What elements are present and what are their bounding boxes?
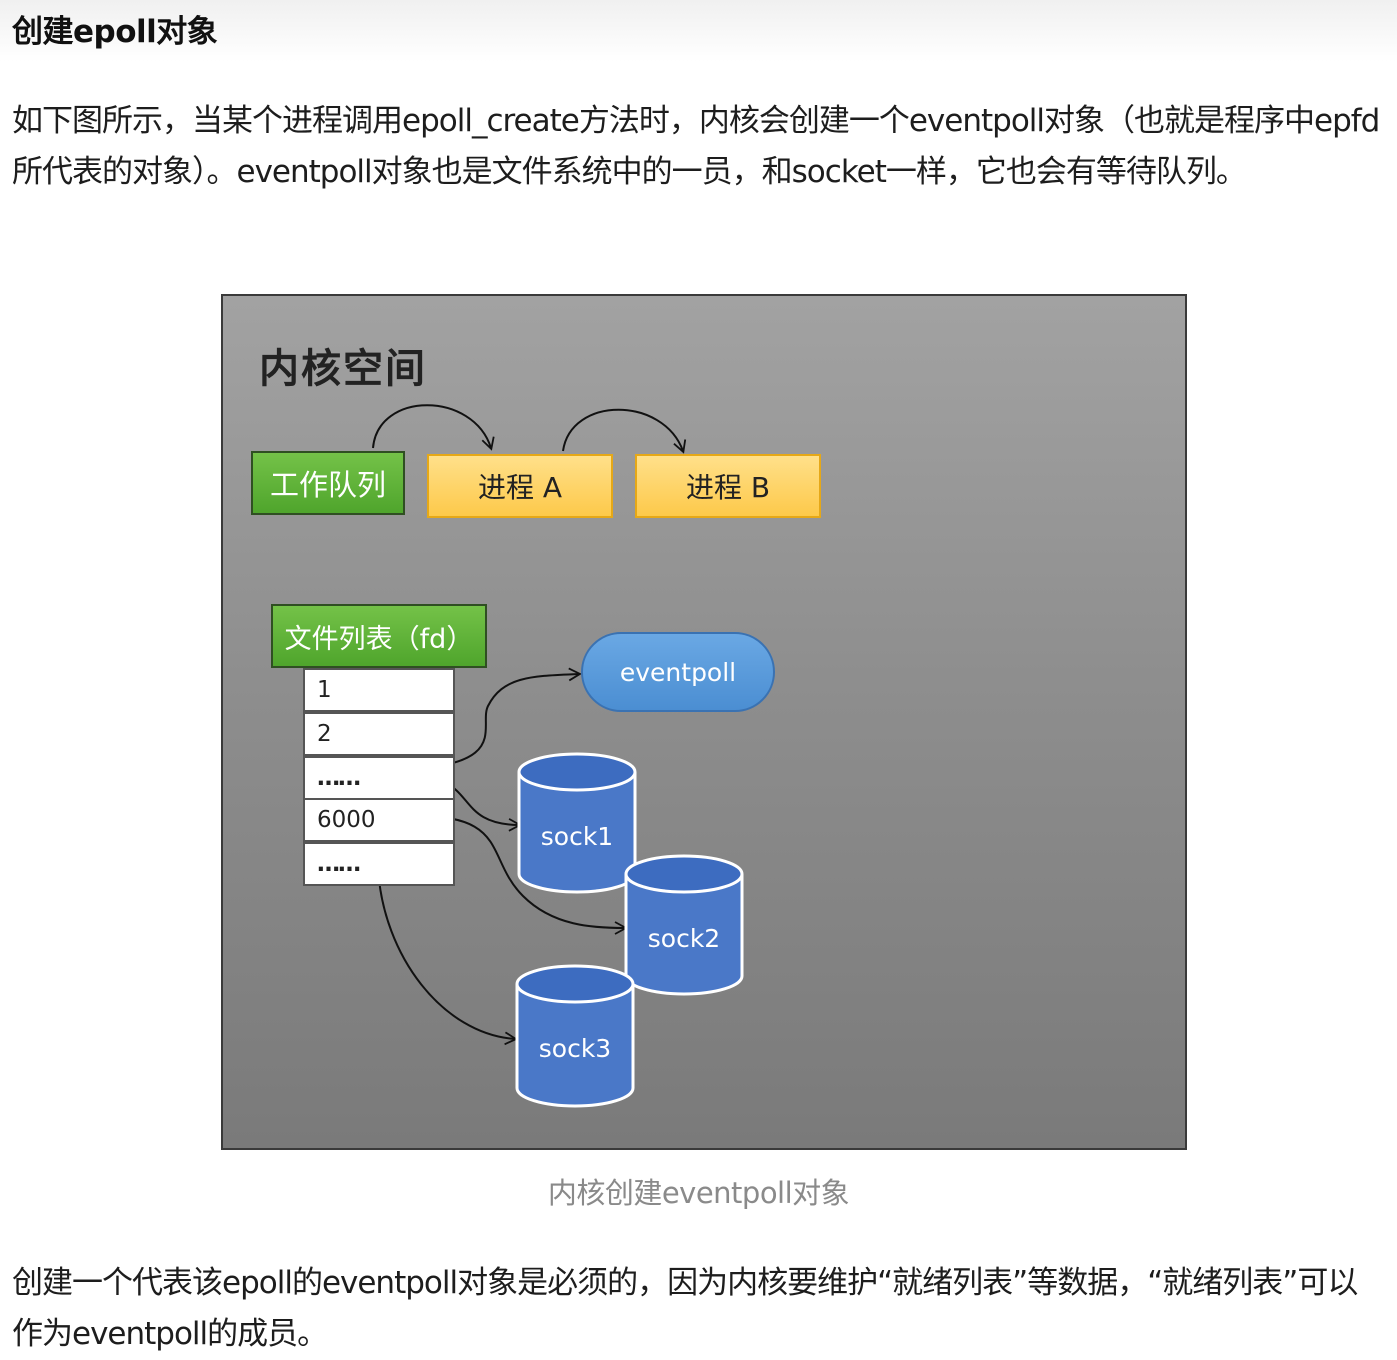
process-a-box: 进程 A [427, 454, 613, 518]
sock3-label: sock3 [538, 1034, 612, 1063]
connector-arrows [372, 404, 687, 1046]
sock3-cylinder [515, 964, 635, 1108]
arrow-fd-to-eventpoll [397, 667, 582, 771]
sock1-label: sock1 [540, 822, 614, 851]
eventpoll-node: eventpoll [581, 632, 775, 712]
kernel-space-title: 内核空间 [259, 346, 427, 392]
fd-row: 6000 [303, 798, 455, 842]
fd-row: 1 [303, 668, 455, 712]
sock2-cylinder [624, 854, 744, 996]
fd-row: …… [303, 756, 455, 800]
fd-row: …… [303, 842, 455, 886]
sock2-label: sock2 [647, 924, 721, 953]
heading-bar [0, 0, 1397, 62]
explanation-paragraph: 创建一个代表该epoll的eventpoll对象是必须的，因为内核要维护“就绪列… [12, 1265, 1358, 1352]
intro-paragraph: 如下图所示，当某个进程调用epoll_create方法时，内核会创建一个even… [12, 103, 1380, 190]
arrow-fd-to-sock3 [377, 867, 518, 1046]
arrow-process-a-to-process-b [562, 408, 687, 454]
arrow-queue-to-process-a [372, 404, 495, 451]
sock1-cylinder [517, 752, 637, 894]
process-b-box: 进程 B [635, 454, 821, 518]
kernel-space-diagram: 内核空间 工作队列 进程 A 进程 B 文件列表（fd） 1 2 …… 6000… [221, 294, 1187, 1150]
work-queue-box: 工作队列 [251, 451, 405, 515]
socket-cylinders [515, 752, 744, 1108]
fd-row: 2 [303, 712, 455, 756]
arrow-fd-to-sock2 [397, 814, 628, 935]
section-heading: 创建epoll对象 [12, 14, 218, 50]
fd-table-header: 文件列表（fd） [271, 604, 487, 668]
figure-caption: 内核创建eventpoll对象 [547, 1176, 850, 1210]
